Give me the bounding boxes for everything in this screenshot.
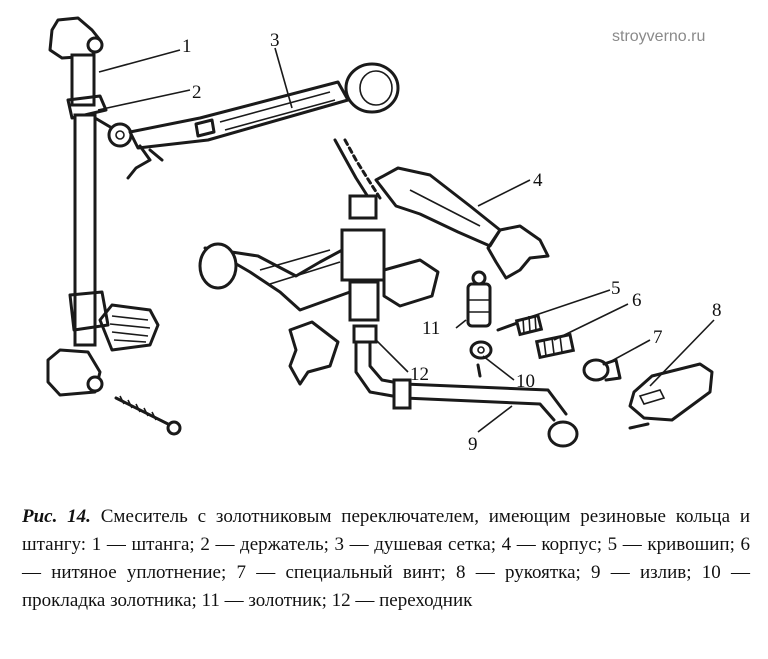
label-3: 3 (270, 30, 280, 51)
shower-bar (46, 16, 110, 397)
spool-gasket (469, 340, 493, 378)
special-screw (582, 358, 622, 382)
mixer-diagram: 1 2 3 4 5 6 7 8 9 10 11 12 (46, 16, 722, 455)
spool (466, 270, 492, 328)
leader-lines (97, 47, 715, 433)
mixer-body (198, 138, 550, 386)
shower-head (126, 62, 400, 180)
thread-seal (534, 332, 576, 360)
label-4: 4 (533, 170, 543, 191)
label-2: 2 (192, 82, 202, 103)
caption-figure-label: Рис. 14. (22, 506, 91, 527)
watermark: stroyverno.ru (612, 28, 706, 45)
label-9: 9 (468, 434, 478, 455)
part-labels: 1 2 3 4 5 6 7 8 9 10 11 12 (182, 30, 722, 455)
label-8: 8 (712, 300, 722, 321)
label-10: 10 (516, 371, 535, 392)
figure-caption: Рис. 14. Смеситель с золотниковым перекл… (22, 503, 750, 615)
label-7: 7 (653, 327, 663, 348)
crank (496, 313, 544, 337)
label-11: 11 (422, 318, 440, 339)
label-1: 1 (182, 36, 192, 57)
wall-screw (114, 395, 182, 436)
adapter (352, 324, 378, 344)
handle (628, 362, 714, 430)
spout (354, 338, 579, 448)
label-5: 5 (611, 278, 621, 299)
holder (93, 116, 133, 148)
soap-dish (98, 303, 160, 352)
label-12: 12 (410, 364, 429, 385)
caption-text: Смеситель с золотниковым переключателем,… (22, 506, 750, 611)
label-6: 6 (632, 290, 642, 311)
